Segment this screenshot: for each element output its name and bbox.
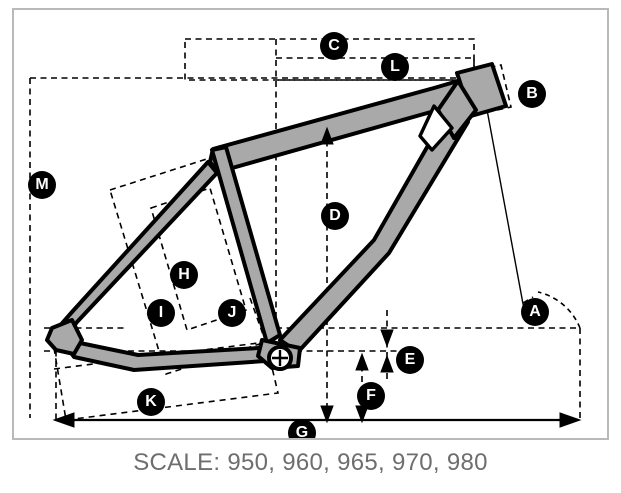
dimension-badge-e[interactable]: E: [396, 346, 424, 374]
bicycle-geometry-drawing: [29, 38, 582, 428]
dimension-badge-a[interactable]: A: [521, 298, 549, 326]
seat-tube: [210, 145, 282, 345]
dimension-badge-b[interactable]: B: [518, 80, 546, 108]
frame-inner-voids: [418, 104, 454, 152]
scale-caption: SCALE: 950, 960, 965, 970, 980: [133, 449, 488, 476]
dimension-badge-l[interactable]: L: [381, 53, 409, 81]
rear-dropout: [45, 318, 84, 356]
dimension-arrows: [52, 126, 582, 428]
guide-k-dropout-tick: [53, 347, 67, 421]
arrow-d-up: [320, 126, 334, 145]
guide-i-box: [150, 186, 247, 332]
dimension-badge-f[interactable]: F: [357, 382, 385, 410]
arrow-g-left: [52, 412, 75, 428]
arrow-g-right: [559, 412, 582, 428]
gusset-void: [418, 104, 454, 152]
dimension-badge-k[interactable]: K: [137, 388, 165, 416]
arrow-e-up: [380, 354, 394, 373]
bicycle-frame: [45, 62, 508, 372]
guide-l-box: [276, 57, 475, 81]
dimension-badge-g[interactable]: G: [288, 419, 316, 438]
arrow-f-up: [355, 352, 369, 371]
guide-a-angle-arc: [537, 291, 581, 329]
dimension-badge-j[interactable]: J: [218, 299, 246, 327]
dimension-badge-c[interactable]: C: [320, 32, 348, 60]
bottom-bracket-marker: [267, 345, 293, 371]
guide-headtube-axis: [479, 71, 527, 321]
arrow-d-down: [320, 405, 334, 424]
arrow-e-down: [380, 329, 394, 348]
dimension-badge-d[interactable]: D: [321, 202, 349, 230]
dimension-badge-i[interactable]: I: [147, 299, 175, 327]
dimension-badge-h[interactable]: H: [170, 261, 198, 289]
guide-h-box: [109, 154, 273, 376]
dimension-badge-m[interactable]: M: [28, 171, 56, 199]
